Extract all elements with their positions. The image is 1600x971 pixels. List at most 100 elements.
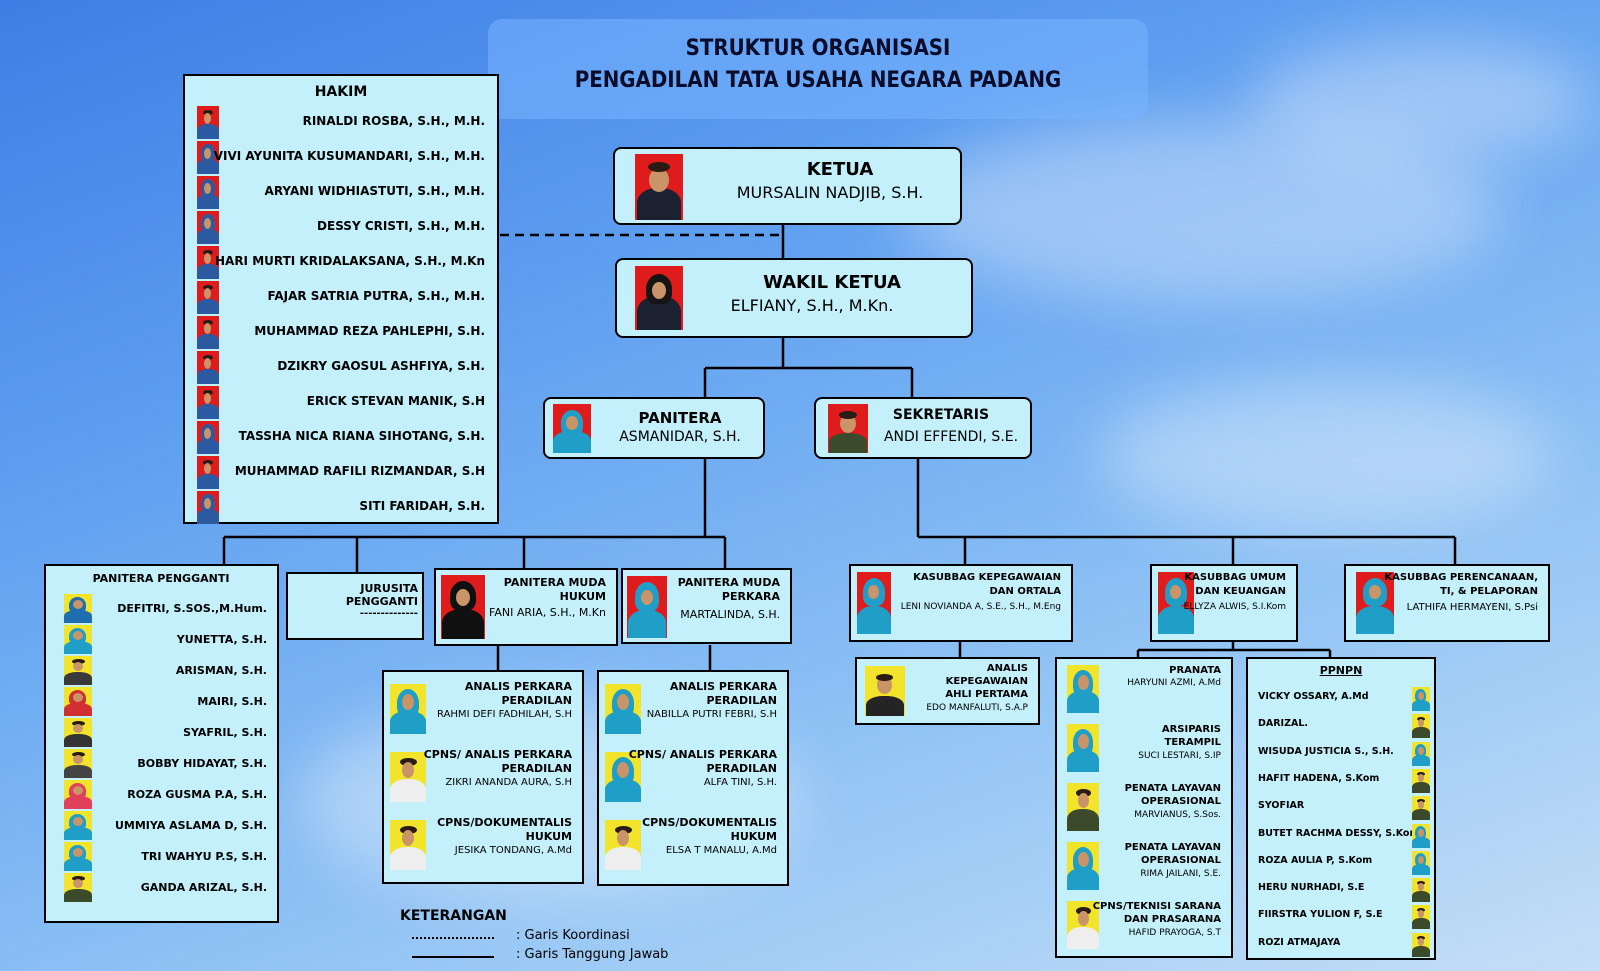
- sekretaris-role: SEKRETARIS: [892, 407, 990, 423]
- panitera-pengganti-member: YUNETTA, S.H.: [176, 633, 267, 646]
- kasubbag-umum-role-2: DAN KEUANGAN: [1195, 586, 1286, 597]
- staff-role: PERADILAN: [501, 762, 572, 775]
- panitera-photo: [553, 404, 591, 453]
- person-photo: [197, 351, 219, 384]
- staff-role: ANALIS PERKARA: [669, 680, 777, 693]
- person-photo: [197, 386, 219, 419]
- person-photo: [197, 316, 219, 349]
- hakim-member: VIVI AYUNITA KUSUMANDARI, S.H., M.H.: [213, 149, 485, 163]
- legend-coord-label: : Garis Koordinasi: [516, 928, 630, 943]
- person-photo: [1067, 842, 1099, 890]
- person-photo: [1412, 932, 1430, 957]
- staff-role: PERADILAN: [706, 694, 777, 707]
- staff-name: NABILLA PUTRI FEBRI, S.H: [646, 709, 777, 720]
- staff-name: ELSA T MANALU, A.Md: [665, 845, 777, 856]
- person-photo: [197, 246, 219, 279]
- kasubbag-umum-name: ELLYZA ALWIS, S.I.Kom: [1183, 602, 1286, 612]
- staff-role: PENATA LAYAVAN: [1124, 842, 1221, 853]
- person-photo: [64, 873, 92, 902]
- panitera-pengganti-member: UMMIYA ASLAMA D, S.H.: [114, 819, 267, 832]
- person-photo: [197, 211, 219, 244]
- staff-role: CPNS/ ANALIS PERKARA: [423, 748, 572, 761]
- pm-perkara-role-1: PANITERA MUDA: [677, 576, 780, 589]
- staff-role: PENATA LAYAVAN: [1124, 783, 1221, 794]
- kasubbag-kepegawaian-photo: [857, 572, 891, 634]
- person-photo: [1412, 823, 1430, 848]
- staff-role: DAN PRASARANA: [1123, 914, 1221, 925]
- person-photo: [1412, 878, 1430, 903]
- analis-kepegawaian-role-1: ANALIS: [986, 663, 1028, 674]
- analis-kepegawaian-role-3: AHLI PERTAMA: [945, 689, 1028, 700]
- person-photo: [64, 625, 92, 654]
- analis-kepegawaian-role-2: KEPEGAWAIAN: [945, 676, 1028, 687]
- staff-name: ALFA TINI, S.H.: [703, 777, 777, 788]
- hakim-member: ERICK STEVAN MANIK, S.H: [306, 394, 485, 408]
- hakim-member: RINALDI ROSBA, S.H., M.H.: [302, 114, 485, 128]
- staff-role: OPERASIONAL: [1140, 855, 1221, 866]
- kasubbag-perencanaan-role-1: KASUBBAG PERENCANAAN,: [1384, 572, 1538, 583]
- ppnpn-member: FIIRSTRA YULION F, S.E: [1258, 909, 1383, 921]
- legend: KETERANGAN : Garis Koordinasi : Garis Ta…: [400, 908, 700, 968]
- hakim-member: DESSY CRISTI, S.H., M.H.: [317, 219, 485, 233]
- ppnpn-member: HERU NURHADI, S.E: [1258, 882, 1365, 894]
- panitera-pengganti-member: SYAFRIL, S.H.: [183, 726, 267, 739]
- ppnpn-member: SYOFIAR: [1258, 800, 1305, 812]
- pm-hukum-role-2: HUKUM: [559, 590, 606, 603]
- staff-role: CPNS/DOKUMENTALIS: [642, 816, 777, 829]
- panitera-pengganti-member: TRI WAHYU P.S, S.H.: [141, 850, 267, 863]
- jurusita-box: JURUSITA PENGGANTI --------------: [286, 572, 424, 640]
- person-photo: [605, 752, 641, 802]
- pm-hukum-name: FANI ARIA, S.H., M.Kn: [489, 606, 606, 619]
- person-photo: [64, 842, 92, 871]
- ppnpn-member: BUTET RACHMA DESSY, S.Kom.: [1258, 827, 1423, 839]
- kasubbag-kepegawaian-box: KASUBBAG KEPEGAWAIAN DAN ORTALA LENI NOV…: [849, 564, 1073, 642]
- kasubbag-perencanaan-role-2: TI, & PELAPORAN: [1440, 586, 1538, 597]
- person-photo: [390, 752, 426, 802]
- kasubbag-kepegawaian-role-1: KASUBBAG KEPEGAWAIAN: [913, 572, 1061, 583]
- person-photo: [605, 684, 641, 734]
- staff-name: HARYUNI AZMI, A.Md: [1127, 678, 1221, 688]
- staff-name: MARVIANUS, S.Sos.: [1134, 810, 1221, 820]
- person-photo: [197, 456, 219, 489]
- person-photo: [197, 176, 219, 209]
- wakil-ketua-photo: [635, 266, 683, 330]
- hakim-member: MUHAMMAD RAFILI RIZMANDAR, S.H: [234, 464, 485, 478]
- staff-name: SUCI LESTARI, S.IP: [1138, 751, 1221, 761]
- panitera-muda-perkara-box: PANITERA MUDA PERKARA MARTALINDA, S.H.: [621, 568, 792, 644]
- hakim-box: HAKIM RINALDI ROSBA, S.H., M.H.VIVI AYUN…: [183, 74, 499, 524]
- ppnpn-member: ROZI ATMAJAYA: [1258, 936, 1341, 948]
- person-photo: [197, 491, 219, 524]
- ppnpn-member: WISUDA JUSTICIA S., S.H.: [1258, 745, 1394, 757]
- person-photo: [64, 749, 92, 778]
- ketua-box: KETUA MURSALIN NADJIB, S.H.: [613, 147, 962, 225]
- ketua-role: KETUA: [806, 159, 874, 180]
- hakim-member: DZIKRY GAOSUL ASHFIYA, S.H.: [277, 359, 485, 373]
- wakil-ketua-role: WAKIL KETUA: [763, 272, 901, 293]
- person-photo: [64, 811, 92, 840]
- person-photo: [1067, 901, 1099, 949]
- staff-role: PERADILAN: [706, 762, 777, 775]
- person-photo: [1412, 850, 1430, 875]
- pm-perkara-role-2: PERKARA: [721, 590, 780, 603]
- person-photo: [1067, 783, 1099, 831]
- jurusita-title-2: PENGGANTI: [345, 595, 418, 608]
- ppnpn-title: PPNPN: [1319, 664, 1363, 677]
- kasubbag-perencanaan-photo: [1356, 572, 1394, 634]
- hakim-member: HARI MURTI KRIDALAKSANA, S.H., M.Kn: [214, 254, 485, 268]
- staff-role: PRANATA: [1169, 665, 1221, 676]
- page-title-line1: STRUKTUR ORGANISASI: [685, 36, 951, 61]
- person-photo: [1412, 687, 1430, 711]
- ppnpn-member: HAFIT HADENA, S.Kom: [1258, 772, 1380, 784]
- panitera-name: ASMANIDAR, S.H.: [619, 429, 741, 445]
- ppnpn-member: ROZA AULIA P, S.Kom: [1258, 854, 1373, 866]
- person-photo: [197, 106, 219, 139]
- jurusita-name: --------------: [359, 608, 418, 619]
- hakim-member: ARYANI WIDHIASTUTI, S.H., M.H.: [264, 184, 485, 198]
- title-panel: STRUKTUR ORGANISASI PENGADILAN TATA USAH…: [488, 19, 1148, 119]
- pm-hukum-role-1: PANITERA MUDA: [503, 576, 606, 589]
- person-photo: [64, 656, 92, 685]
- person-photo: [390, 820, 426, 870]
- staff-role: CPNS/DOKUMENTALIS: [437, 816, 572, 829]
